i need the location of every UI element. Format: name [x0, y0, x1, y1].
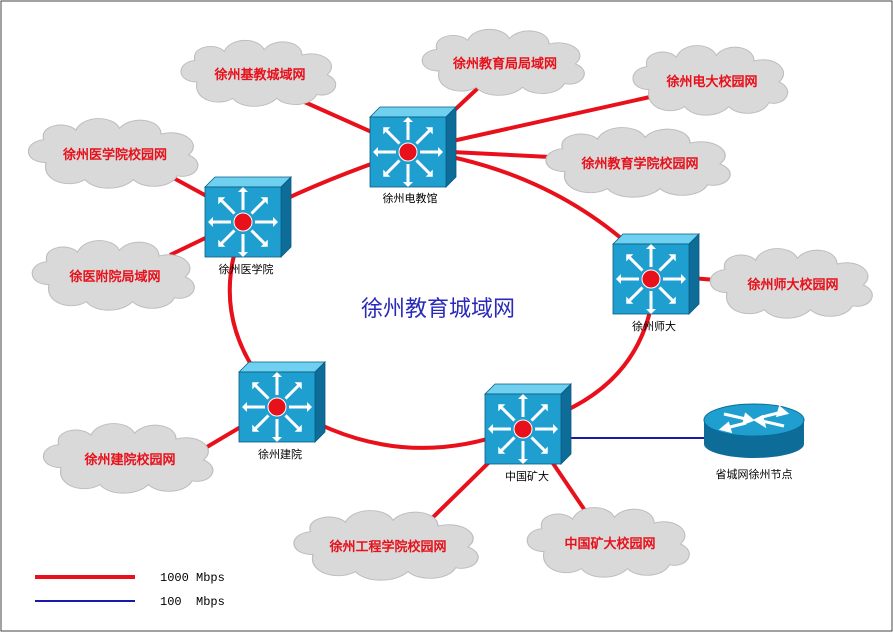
cloud-jiaoyuju: 徐州教育局局域网 [421, 28, 585, 96]
cloud-gongcheng: 徐州工程学院校园网 [293, 509, 479, 581]
switch-label-kuangda: 中国矿大 [505, 469, 549, 483]
cloud-jianyuan-net: 徐州建院校园网 [42, 422, 214, 494]
cloud-jiaoyuxueyuan: 徐州教育学院校园网 [545, 126, 731, 198]
switch-label-shida: 徐州师大 [632, 319, 676, 333]
cloud-yixueyuan-net: 徐州医学院校园网 [27, 117, 199, 189]
cloud-dianda: 徐州电大校园网 [632, 45, 789, 116]
switch-label-yixueyuan: 徐州医学院 [219, 262, 274, 276]
cloud-label: 徐州医学院校园网 [62, 147, 167, 163]
cloud-label: 徐州教育局局域网 [452, 56, 557, 72]
router-label: 省城网徐州节点 [716, 467, 793, 481]
cloud-jijiao: 徐州基教城域网 [180, 39, 337, 107]
cloud-label: 徐医附院局域网 [68, 269, 160, 285]
legend-label-gigabit: 1000 Mbps [160, 571, 225, 585]
switch-kuangda [484, 383, 572, 465]
switch-jianyuan [238, 361, 326, 443]
cloud-label: 徐州电大校园网 [665, 74, 757, 90]
cloud-shida-net: 徐州师大校园网 [709, 248, 873, 319]
switch-yixueyuan [204, 176, 292, 258]
cloud-label: 徐州工程学院校园网 [328, 539, 446, 555]
diagram-title: 徐州教育城域网 [361, 297, 515, 322]
switch-dianjiaoguan [369, 106, 457, 188]
cloud-label: 徐州师大校园网 [746, 277, 838, 293]
cloud-label: 徐州基教城域网 [213, 67, 305, 83]
cloud-kuangda-net: 中国矿大校园网 [526, 507, 690, 578]
switch-shida [612, 233, 700, 315]
switch-label-dianjiaoguan: 徐州电教馆 [383, 191, 438, 205]
legend-label-fast: 100 Mbps [160, 595, 225, 609]
cloud-yifuyuan: 徐医附院局域网 [31, 240, 195, 311]
switch-label-jianyuan: 徐州建院 [258, 447, 302, 461]
legend: 1000 Mbps 100 Mbps [35, 571, 225, 609]
router-icon [703, 403, 805, 458]
cloud-label: 徐州教育学院校园网 [580, 156, 698, 172]
cloud-label: 中国矿大校园网 [564, 536, 655, 552]
cloud-label: 徐州建院校园网 [83, 452, 175, 468]
